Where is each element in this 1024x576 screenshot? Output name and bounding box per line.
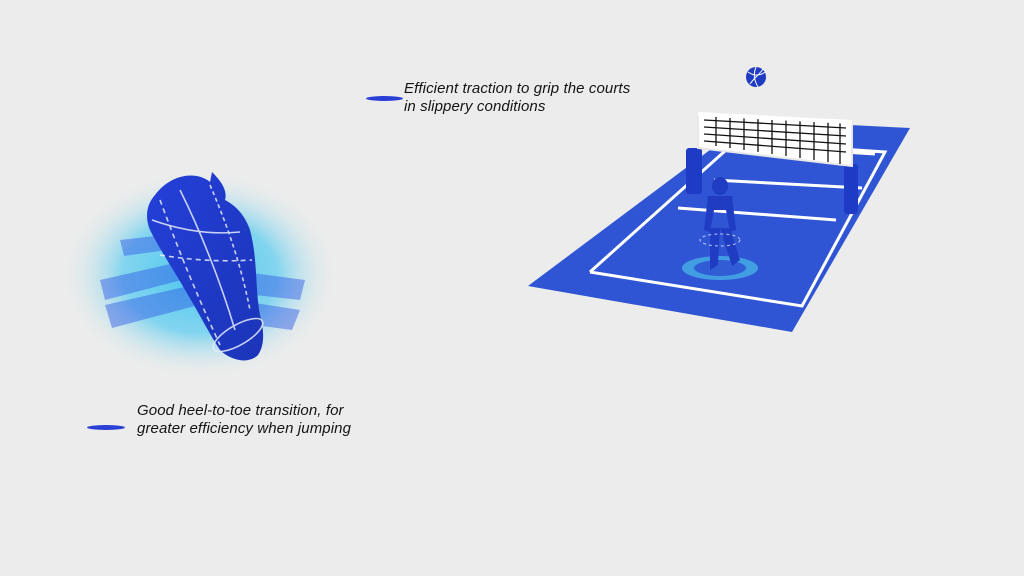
traction-callout-line-1: Efficient traction to grip the courts [404,80,631,97]
heel-toe-callout-line-1: Good heel-to-toe transition, for [137,402,344,419]
heel-toe-callout-line-2: greater efficiency when jumping [137,420,352,437]
heel-toe-bullet-marker [87,425,125,430]
volleyball-court-illustration [528,66,910,332]
running-shoe-illustration [60,170,340,380]
court-surface [528,120,910,332]
volleyball-icon [746,66,766,88]
player-figure [704,177,740,270]
shoe-body [147,172,264,361]
heel-toe-callout: Good heel-to-toe transition, for greater… [137,402,351,438]
traction-bullet-marker [366,96,403,101]
volleyball-net [697,112,853,168]
net-post-left [686,148,702,194]
traction-callout: Efficient traction to grip the courts in… [404,80,630,116]
traction-callout-line-2: in slippery conditions [404,98,546,115]
shoe-stitch-lines [151,184,264,353]
net-post-right [844,164,858,214]
